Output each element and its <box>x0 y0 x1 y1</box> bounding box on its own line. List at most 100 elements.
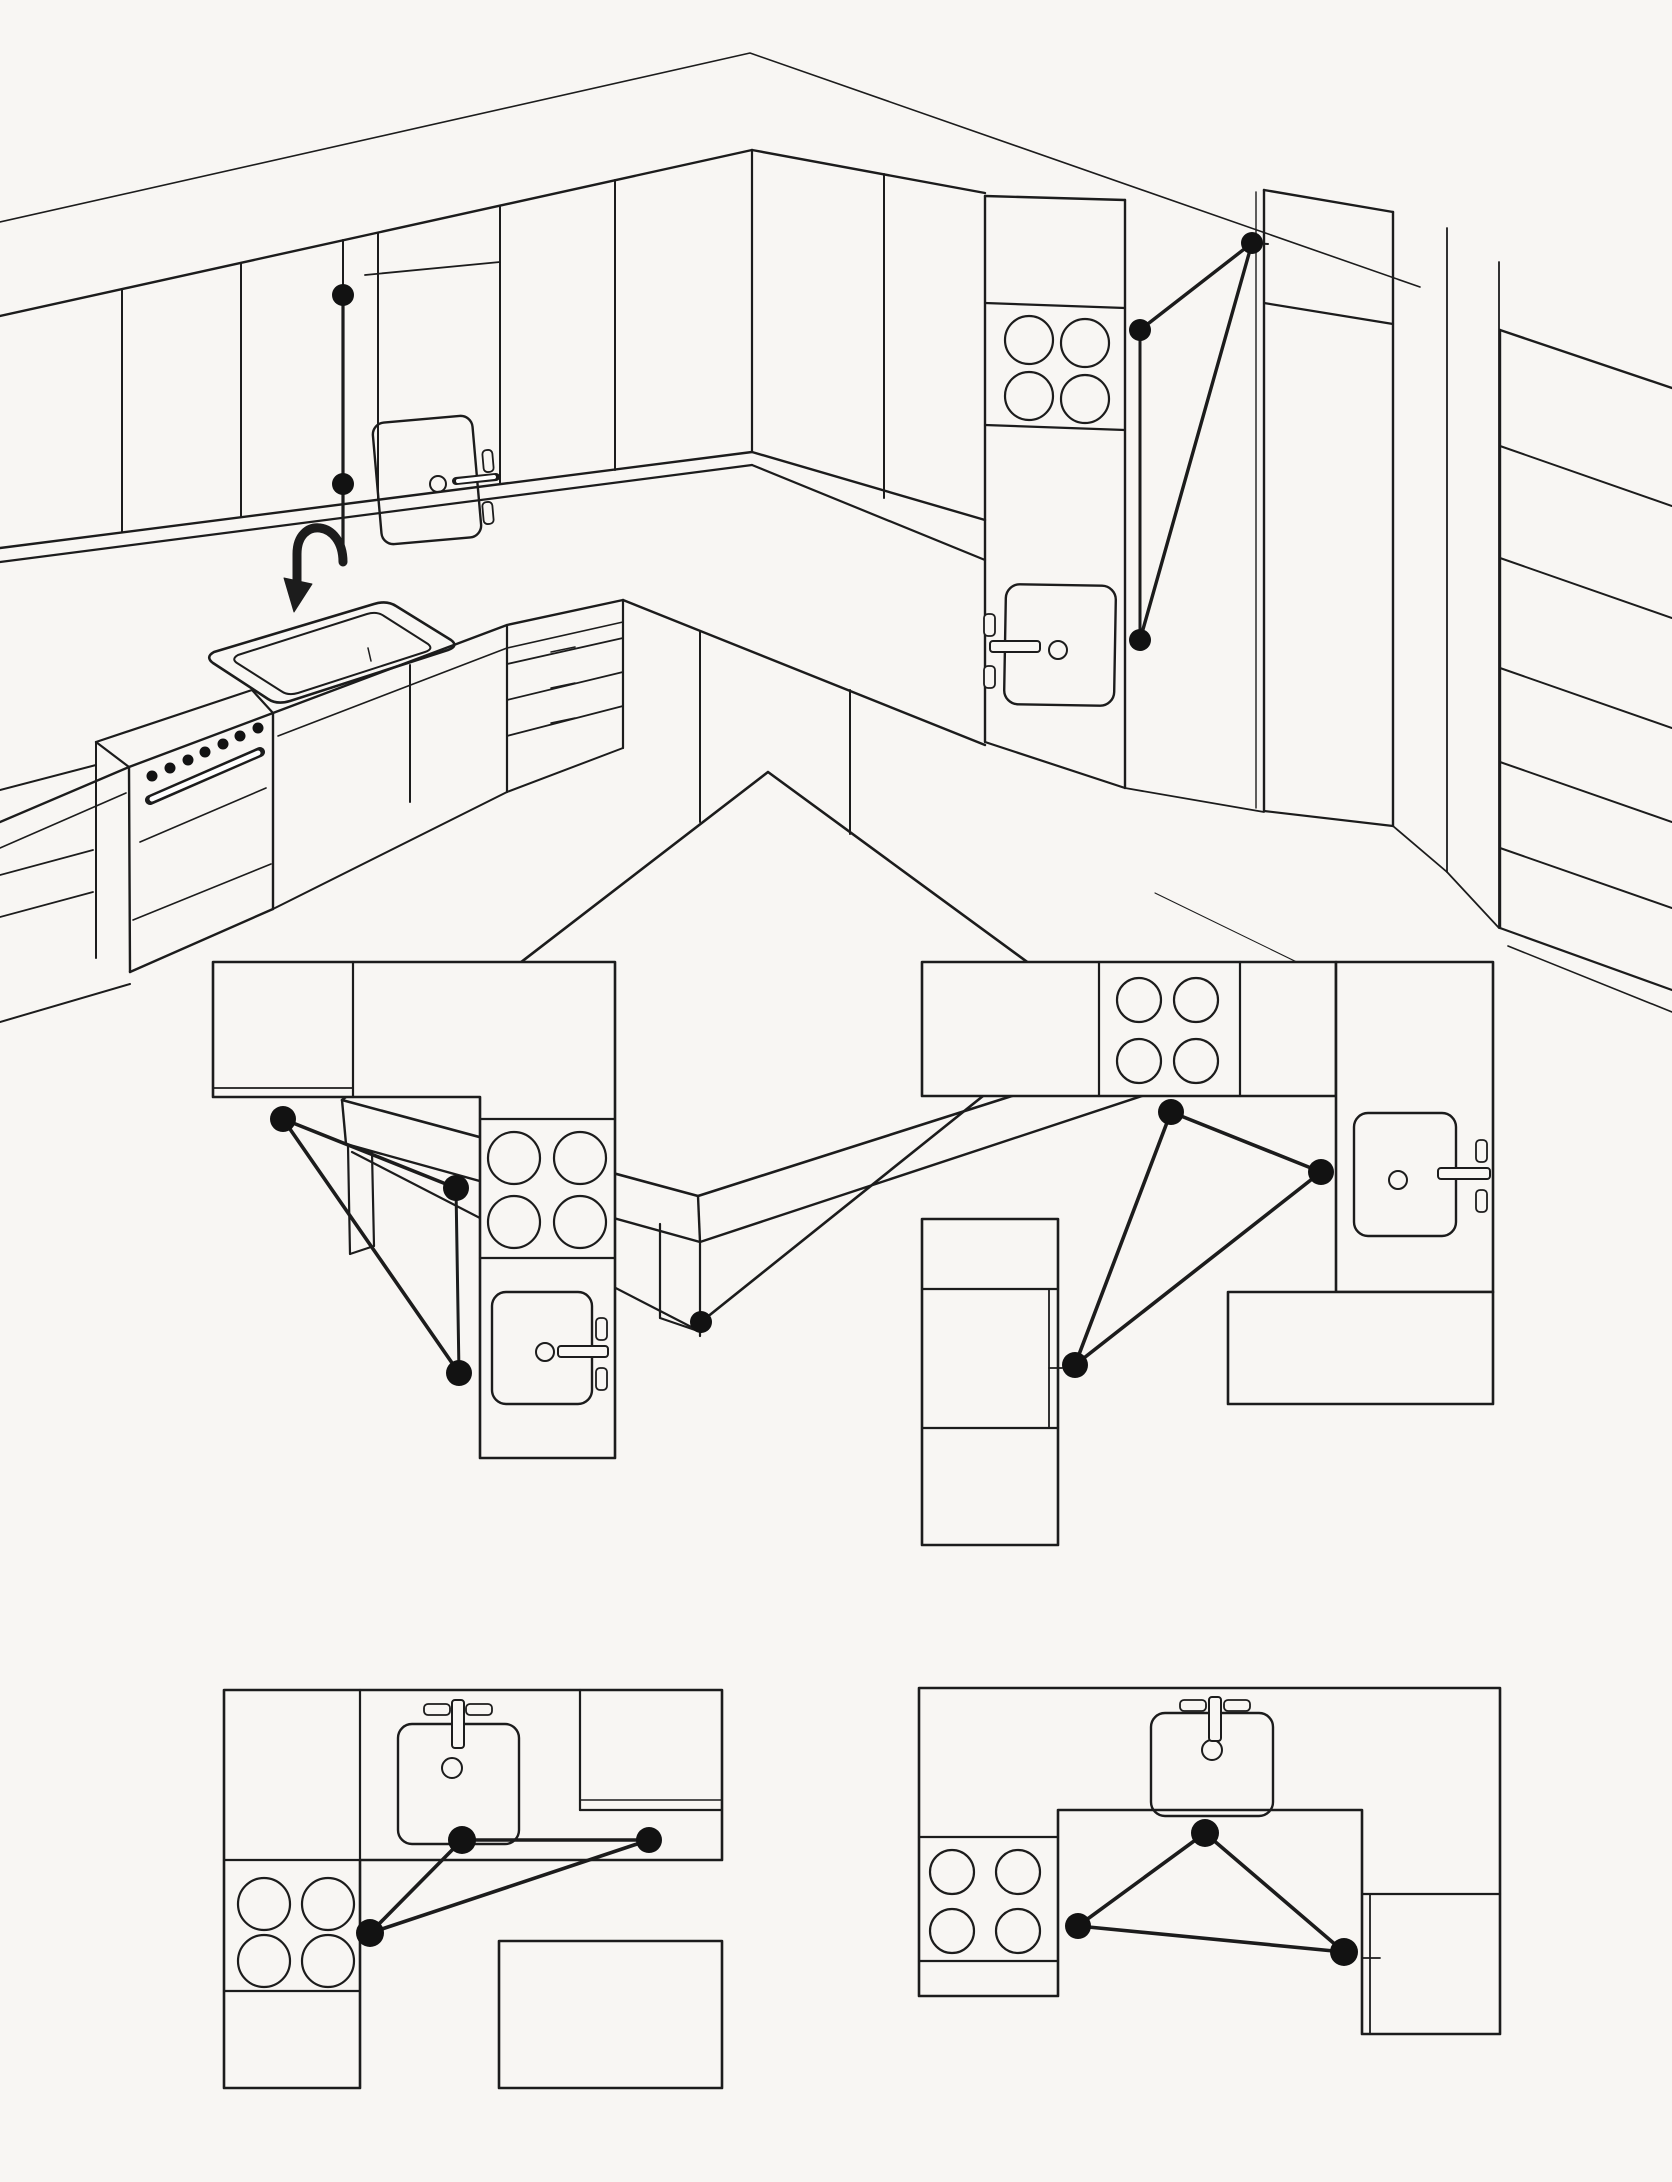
upper-cabinets-right-top-edge <box>750 148 987 195</box>
triangle-edge <box>1138 241 1254 642</box>
tall-unit-shelf-line <box>983 301 1127 310</box>
island-slab-edge <box>340 1098 348 1146</box>
fridge-unit-top-edge <box>1498 328 1672 390</box>
triangle-edge <box>368 1838 464 1935</box>
plan-sink-faucet-tab <box>423 1703 451 1716</box>
plan-burner <box>994 1907 1042 1955</box>
triangle-edge <box>281 1117 461 1375</box>
tall-unit-bottom-edge <box>983 740 1127 790</box>
plan-outline <box>211 960 617 1460</box>
cooktop-burner <box>1003 314 1055 366</box>
wall-base-line <box>1392 825 1448 873</box>
drawer-line <box>506 671 624 701</box>
oven-drawer-line <box>132 863 272 921</box>
wall-annotation-dot-counter <box>332 473 354 495</box>
plan-burner <box>1172 976 1220 1024</box>
sink-basin-inner <box>233 611 432 696</box>
counter-front-edge-band <box>0 792 127 849</box>
plan-sink-faucet-tab <box>465 1703 493 1716</box>
cooktop-burner <box>1059 373 1111 425</box>
wall-oven-knob <box>429 475 447 493</box>
wall-oven-tab <box>481 449 495 473</box>
fridge-drawer-line <box>1499 445 1672 507</box>
triangle-node-sink <box>448 1826 476 1854</box>
fridge-drawer-line <box>1499 667 1672 729</box>
oven-door-line <box>139 787 267 843</box>
base-cabinet-drawer-line <box>0 891 94 918</box>
island-leader-line <box>699 1094 985 1324</box>
upper-cabinets-left-bottom-edge <box>0 450 754 550</box>
sink-faucet-bar <box>989 640 1041 653</box>
range-top-right-edge <box>250 688 275 715</box>
wall-base-line <box>1446 871 1500 929</box>
range-left-edge <box>127 765 132 974</box>
pantry-shelf-line <box>1262 301 1395 326</box>
plan-sink-faucet-tab <box>1179 1699 1207 1712</box>
wall-base-line <box>1124 787 1265 813</box>
counter-back-edge-left <box>0 463 754 564</box>
triangle-edge <box>1073 1170 1323 1367</box>
fridge-drawer-line <box>1499 761 1672 823</box>
triangle-node-sink <box>1129 629 1151 651</box>
triangle-edge <box>1076 1831 1207 1928</box>
base-cabinet-top-edge <box>0 764 97 791</box>
counter-front-edge <box>0 765 131 824</box>
cooktop-panel-bottom <box>983 423 1127 432</box>
plan-burner <box>552 1130 608 1186</box>
triangle-node-cooktop <box>1065 1913 1091 1939</box>
drawer-handle <box>550 682 576 689</box>
drawer-line <box>506 637 624 665</box>
island-left-leg <box>346 1144 352 1256</box>
sink-basin-outer <box>207 601 456 704</box>
plan-outline <box>917 1686 1502 2036</box>
plan-middle-left <box>211 960 617 1460</box>
plan-burner <box>1115 976 1163 1024</box>
range-front-top-edge <box>127 711 275 769</box>
upper-cabinets-left-top-edge <box>0 148 754 318</box>
triangle-edge <box>1073 1110 1173 1367</box>
range-bottom-edge <box>128 907 275 974</box>
triangle-node-cooktop <box>356 1919 384 1947</box>
fridge-unit-plinth <box>1507 945 1672 1013</box>
range-knob <box>146 770 158 782</box>
counter-front-edge <box>271 598 625 715</box>
plan-burner <box>928 1907 976 1955</box>
triangle-node-refrigerator <box>636 1827 662 1853</box>
fridge-unit-bottom-edge <box>1498 926 1672 992</box>
faucet-arrow <box>292 523 348 587</box>
plan-sink-drain <box>535 1342 555 1362</box>
plan-sink-faucet-bar <box>1437 1167 1491 1180</box>
plan-burner <box>928 1848 976 1896</box>
sink-faucet-tab <box>983 665 996 689</box>
sink-drain <box>1048 640 1068 660</box>
ceiling-line <box>0 52 1421 288</box>
plan-sink-faucet-tab <box>1475 1189 1488 1213</box>
sink-faucet-tab <box>983 613 996 637</box>
triangle-node-cooktop <box>1129 319 1151 341</box>
plan-burner <box>1115 1037 1163 1085</box>
triangle-edge <box>1169 1110 1323 1174</box>
drawer-handle <box>550 646 576 653</box>
plan-sink-faucet-tab <box>595 1367 608 1391</box>
plan-island <box>497 1939 724 2090</box>
triangle-node-cooktop <box>443 1175 469 1201</box>
faucet-arrowhead <box>283 577 313 613</box>
cooktop-burner <box>1003 370 1055 422</box>
plan-sink-drain <box>441 1757 463 1779</box>
wall-annotation-dot-cabinet <box>332 284 354 306</box>
triangle-edge <box>281 1117 458 1190</box>
triangle-edge <box>454 1186 461 1375</box>
island-left-leg <box>370 1150 376 1248</box>
floor-edge-left <box>0 983 131 1023</box>
plan-sink-faucet-tab <box>595 1317 608 1341</box>
island-slab-edge <box>696 1194 702 1244</box>
range-knob <box>199 746 211 758</box>
plan-burner <box>1172 1037 1220 1085</box>
counter-back-edge-right <box>750 463 987 562</box>
plan-burner <box>236 1933 292 1989</box>
triangle-node-refrigerator <box>1241 232 1263 254</box>
fridge-drawer-line <box>1499 847 1672 909</box>
plan-burner <box>300 1933 356 1989</box>
upper-cabinets-right-bottom-edge <box>750 450 987 522</box>
